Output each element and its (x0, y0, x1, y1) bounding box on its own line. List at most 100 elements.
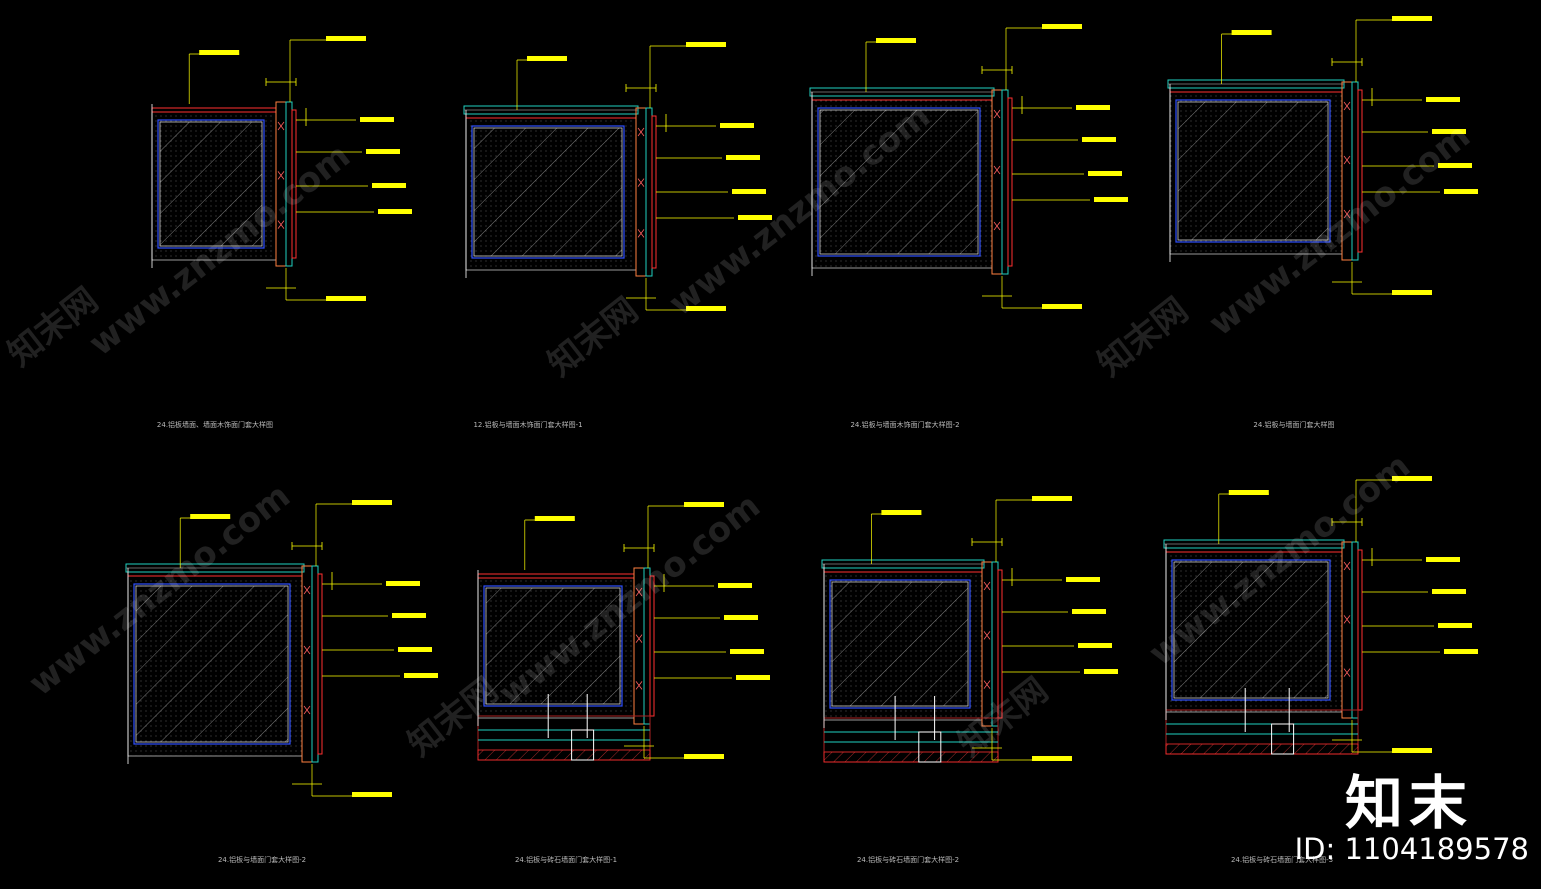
leader-label-mark (1084, 669, 1118, 674)
leader-label-mark (1076, 105, 1110, 110)
leader-label-mark (686, 42, 726, 47)
door-casing-frame (311, 565, 319, 763)
board-layer (483, 585, 623, 707)
leader-label-mark (724, 615, 758, 620)
board-layer (1175, 99, 1331, 243)
door-casing-outer (1341, 541, 1353, 719)
leader-label-mark (730, 649, 764, 654)
leader-label-mark (404, 673, 438, 678)
cross-block (303, 705, 311, 715)
leader-label-mark (732, 189, 766, 194)
detail-caption: 24.铝板与墙面木饰面门套大样图-2 (850, 421, 960, 429)
leader-label-mark (1042, 24, 1082, 29)
leader-label-mark (718, 583, 752, 588)
leader-label-mark (392, 613, 426, 618)
detail-caption: 24.铝板与墙面门套大样图-2 (217, 856, 307, 864)
door-leaf-edge (649, 575, 655, 717)
leader-label-mark (736, 675, 770, 680)
wall-core (159, 121, 263, 247)
leader-label-mark (684, 502, 724, 507)
wall-finish-top (151, 107, 277, 113)
cross-block (635, 681, 643, 690)
brand-logo-text: 知末 (1344, 769, 1473, 837)
leader-label-mark (1072, 609, 1106, 614)
door-casing-outer (635, 107, 647, 277)
wall-finish-top (1169, 87, 1343, 93)
cross-block (993, 165, 1001, 175)
detail-caption: 24.铝板与砖石墙面门套大样图-2 (856, 856, 960, 864)
anchor-plate (1271, 723, 1295, 755)
leader-label-mark (1438, 623, 1472, 628)
leader-label-mark (1032, 496, 1072, 501)
leader-label-mark (1094, 197, 1128, 202)
cross-block (993, 109, 1001, 119)
leader-label-mark (199, 50, 240, 55)
wall-core (485, 587, 621, 705)
asset-id: ID: 1104189578 (1294, 832, 1529, 866)
wall-core (819, 109, 979, 255)
cross-block (277, 171, 285, 180)
leader-label-mark (881, 510, 922, 515)
board-layer (829, 579, 971, 709)
board-layer (157, 119, 265, 249)
leader-label-mark (326, 296, 366, 301)
wall-finish-top (477, 573, 635, 579)
wall-finish-top (465, 113, 637, 119)
leader-label-mark (1088, 171, 1122, 176)
cross-block (303, 645, 311, 655)
door-casing-outer (991, 89, 1003, 275)
cross-block (637, 127, 645, 137)
leader-label-mark (1228, 490, 1269, 495)
door-leaf-edge (651, 115, 657, 269)
leader-label-mark (1432, 589, 1466, 594)
cross-block (1343, 561, 1351, 571)
leader-label-mark (527, 56, 567, 61)
leader-label-mark (1392, 476, 1432, 481)
cross-block (303, 585, 311, 595)
cross-block (1343, 209, 1351, 219)
leader-label-mark (1426, 97, 1460, 102)
door-casing-frame (991, 561, 999, 727)
leader-label-mark (738, 215, 772, 220)
leader-label-mark (366, 149, 400, 154)
cross-block (635, 634, 643, 643)
leader-label-mark (684, 754, 724, 759)
leader-label-mark (1042, 304, 1082, 309)
leader-label-mark (1444, 649, 1478, 654)
leader-label-mark (360, 117, 394, 122)
wall-core (135, 585, 289, 743)
door-casing-frame (643, 567, 651, 725)
leader-label-mark (1392, 16, 1432, 21)
cross-block (1343, 615, 1351, 624)
leader-label-mark (1078, 643, 1112, 648)
anchor-plate (571, 729, 595, 761)
board-layer (471, 125, 625, 259)
leader-label-mark (1392, 290, 1432, 295)
cross-block (277, 121, 285, 131)
cross-block (983, 631, 991, 640)
door-casing-outer (1341, 81, 1353, 261)
detail-caption: 24.铝板与砖石墙面门套大样图-3 (1230, 856, 1334, 864)
cross-block (1343, 155, 1351, 165)
cross-block (983, 581, 991, 591)
wall-core (831, 581, 969, 707)
leader-label-mark (372, 183, 406, 188)
stone-hatch (477, 749, 651, 761)
board-layer (817, 107, 981, 257)
door-leaf-edge (1357, 549, 1363, 711)
leader-label-mark (386, 581, 420, 586)
leader-label-mark (378, 209, 412, 214)
door-leaf-edge (997, 569, 1003, 719)
leader-label-mark (1444, 189, 1478, 194)
wall-finish-top (127, 571, 303, 577)
board-layer (1171, 559, 1331, 701)
door-casing-outer (301, 565, 313, 763)
anchor-plate (918, 731, 942, 763)
leader-label-mark (1082, 137, 1116, 142)
leader-label-mark (726, 155, 760, 160)
door-leaf-edge (1007, 97, 1013, 267)
leader-label-mark (1066, 577, 1100, 582)
board-layer (133, 583, 291, 745)
detail-caption: 24.铝板与墙面门套大样图 (1253, 421, 1335, 429)
